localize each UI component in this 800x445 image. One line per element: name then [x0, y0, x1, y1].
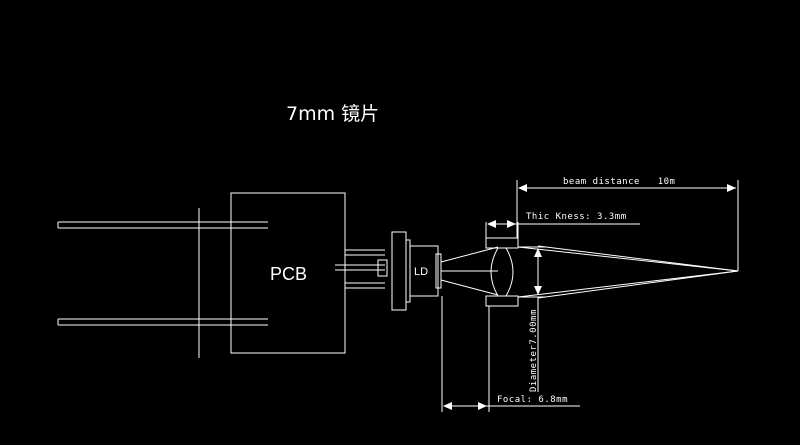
diagram-title: 7mm 镜片	[286, 103, 379, 125]
lens	[485, 237, 519, 307]
beam-distance-label: beam distance 10m	[563, 177, 675, 187]
pcb-wire-bottom	[57, 318, 268, 326]
ld-label: LD	[414, 266, 428, 278]
pcb-label: PCB	[270, 264, 307, 284]
emitted-beam	[440, 246, 499, 296]
ld-pins	[335, 249, 385, 289]
pcb-box	[230, 192, 346, 354]
laser-diode-housing	[391, 231, 442, 311]
converging-beam	[517, 245, 739, 299]
focal-label: Focal: 6.8mm	[497, 395, 568, 405]
diameter-label: Diameter7.00mm	[529, 309, 539, 392]
pcb-wire-top	[57, 221, 268, 229]
thickness-label: Thic Kness: 3.3mm	[526, 212, 627, 222]
ld-pin-block	[377, 259, 388, 277]
